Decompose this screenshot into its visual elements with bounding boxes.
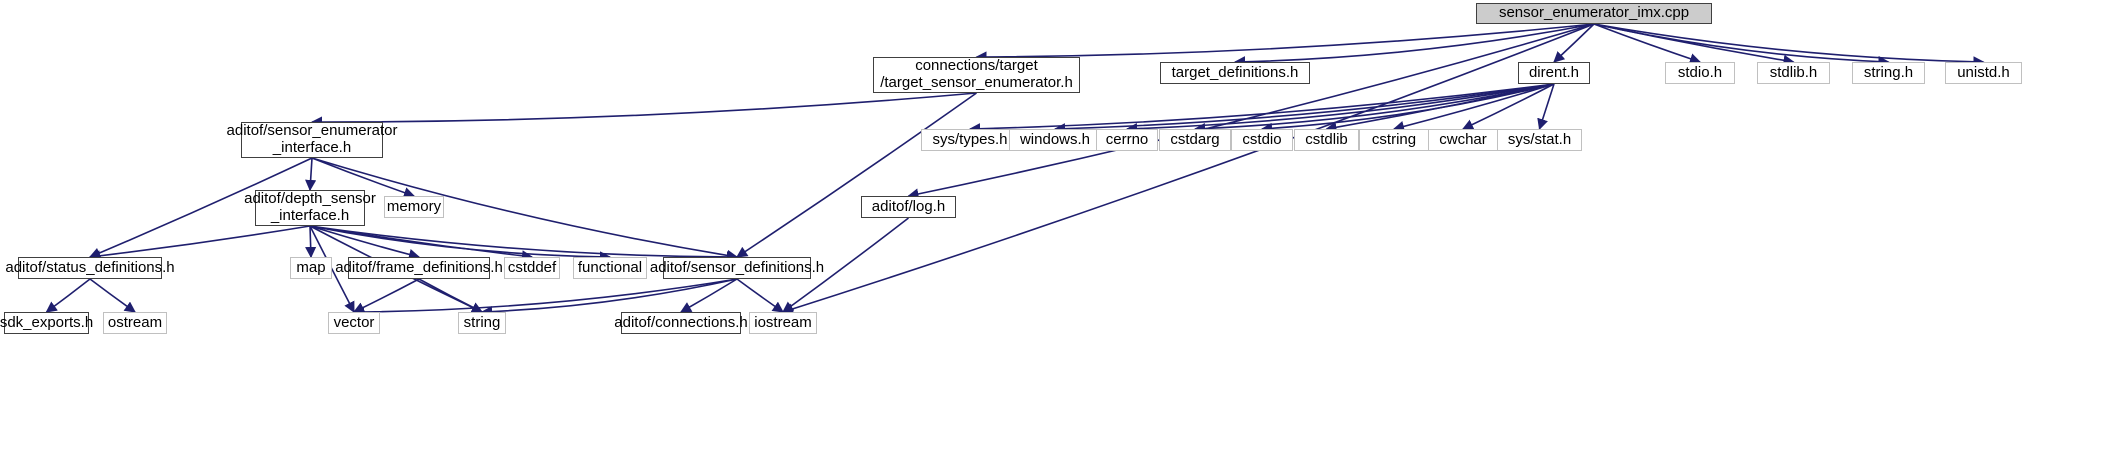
graph-node-depth[interactable]: aditof/depth_sensor _interface.h — [244, 190, 376, 226]
graph-edge-dirent-to-cstring — [1392, 83, 1555, 132]
graph-edge-dirent-to-cstdlib — [1325, 83, 1555, 133]
graph-node-connh[interactable]: aditof/connections.h — [614, 312, 748, 334]
graph-node-cstdio[interactable]: cstdio — [1231, 129, 1293, 151]
graph-edge-sensordef-to-iostream — [736, 278, 784, 313]
graph-node-sensordef[interactable]: aditof/sensor_definitions.h — [650, 257, 824, 279]
graph-node-unistd[interactable]: unistd.h — [1945, 62, 2022, 84]
graph-edge-depth-to-statusdef — [88, 225, 311, 262]
graph-edge-depth-to-map — [305, 225, 317, 259]
graph-edge-dirent-to-sysstat — [1537, 83, 1555, 131]
graph-edge-sensordef-to-vector — [352, 278, 738, 318]
graph-node-vector[interactable]: vector — [328, 312, 380, 334]
graph-node-string[interactable]: string — [458, 312, 506, 334]
graph-node-stdio[interactable]: stdio.h — [1665, 62, 1735, 84]
graph-edge-dirent-to-windows — [1053, 83, 1555, 135]
graph-node-statusdef[interactable]: aditof/status_definitions.h — [5, 257, 175, 279]
graph-edge-log-to-iostream — [782, 217, 909, 313]
graph-node-root[interactable]: sensor_enumerator_imx.cpp — [1476, 3, 1712, 24]
graph-edge-senum-to-sensordef — [311, 157, 739, 261]
graph-node-iostream[interactable]: iostream — [749, 312, 817, 334]
graph-node-cstring[interactable]: cstring — [1359, 129, 1429, 151]
graph-edge-dirent-to-systypes — [968, 83, 1555, 135]
graph-node-systypes[interactable]: sys/types.h — [921, 129, 1019, 151]
graph-node-conn[interactable]: connections/target /target_sensor_enumer… — [873, 57, 1080, 93]
graph-edge-root-to-iostream — [781, 23, 1595, 315]
graph-node-cstdlib[interactable]: cstdlib — [1294, 129, 1359, 151]
graph-edge-sensordef-to-string — [480, 278, 738, 318]
graph-edge-root-to-targetdef — [1233, 23, 1595, 68]
graph-edge-depth-to-vector — [309, 225, 355, 313]
graph-node-cwchar[interactable]: cwchar — [1428, 129, 1498, 151]
graph-edge-root-to-stringh — [1593, 23, 1890, 68]
graph-node-cerrno[interactable]: cerrno — [1096, 129, 1158, 151]
graph-node-cstdarg[interactable]: cstdarg — [1159, 129, 1231, 151]
graph-edge-root-to-log — [907, 23, 1595, 200]
graph-edge-dirent-to-cstdarg — [1193, 83, 1555, 135]
graph-edge-sensordef-to-connh — [680, 278, 738, 313]
graph-edge-senum-to-memory — [311, 157, 416, 198]
graph-node-sysstat[interactable]: sys/stat.h — [1497, 129, 1582, 151]
graph-edge-depth-to-framedef — [309, 225, 421, 260]
graph-edge-senum-to-statusdef — [88, 157, 313, 259]
graph-edge-root-to-unistd — [1593, 23, 1985, 68]
graph-edge-depth-to-functional — [309, 225, 612, 263]
graph-edge-conn-to-sensordef — [736, 92, 977, 258]
graph-edge-depth-to-sensordef — [309, 225, 739, 263]
graph-edge-senum-to-depth — [305, 157, 317, 192]
graph-node-sdk[interactable]: sdk_exports.h — [0, 312, 93, 334]
graph-edge-framedef-to-string — [418, 278, 484, 313]
graph-edge-conn-to-senum — [310, 92, 977, 128]
graph-edge-statusdef-to-sdk — [45, 278, 91, 313]
graph-node-memory[interactable]: memory — [384, 196, 444, 218]
graph-edge-dirent-to-cerrno — [1125, 83, 1555, 135]
graph-node-senum[interactable]: aditof/sensor_enumerator _interface.h — [226, 122, 398, 158]
graph-edge-dirent-to-cwchar — [1461, 83, 1555, 130]
graph-node-dirent[interactable]: dirent.h — [1518, 62, 1590, 84]
graph-node-log[interactable]: aditof/log.h — [861, 196, 956, 218]
graph-node-framedef[interactable]: aditof/frame_definitions.h — [335, 257, 503, 279]
graph-node-ostream[interactable]: ostream — [103, 312, 167, 334]
graph-edge-root-to-stdio — [1593, 23, 1702, 65]
graph-node-map[interactable]: map — [290, 257, 332, 279]
graph-edge-root-to-dirent — [1553, 23, 1595, 63]
graph-node-windows[interactable]: windows.h — [1009, 129, 1101, 151]
graph-node-functional[interactable]: functional — [573, 257, 647, 279]
graph-edge-root-to-conn — [975, 23, 1595, 63]
graph-node-stringh[interactable]: string.h — [1852, 62, 1925, 84]
graph-node-stdlib[interactable]: stdlib.h — [1757, 62, 1830, 84]
graph-node-targetdef[interactable]: target_definitions.h — [1160, 62, 1310, 84]
graph-edge-statusdef-to-ostream — [89, 278, 136, 313]
graph-node-cstddef[interactable]: cstddef — [504, 257, 560, 279]
graph-edge-framedef-to-vector — [352, 278, 420, 313]
